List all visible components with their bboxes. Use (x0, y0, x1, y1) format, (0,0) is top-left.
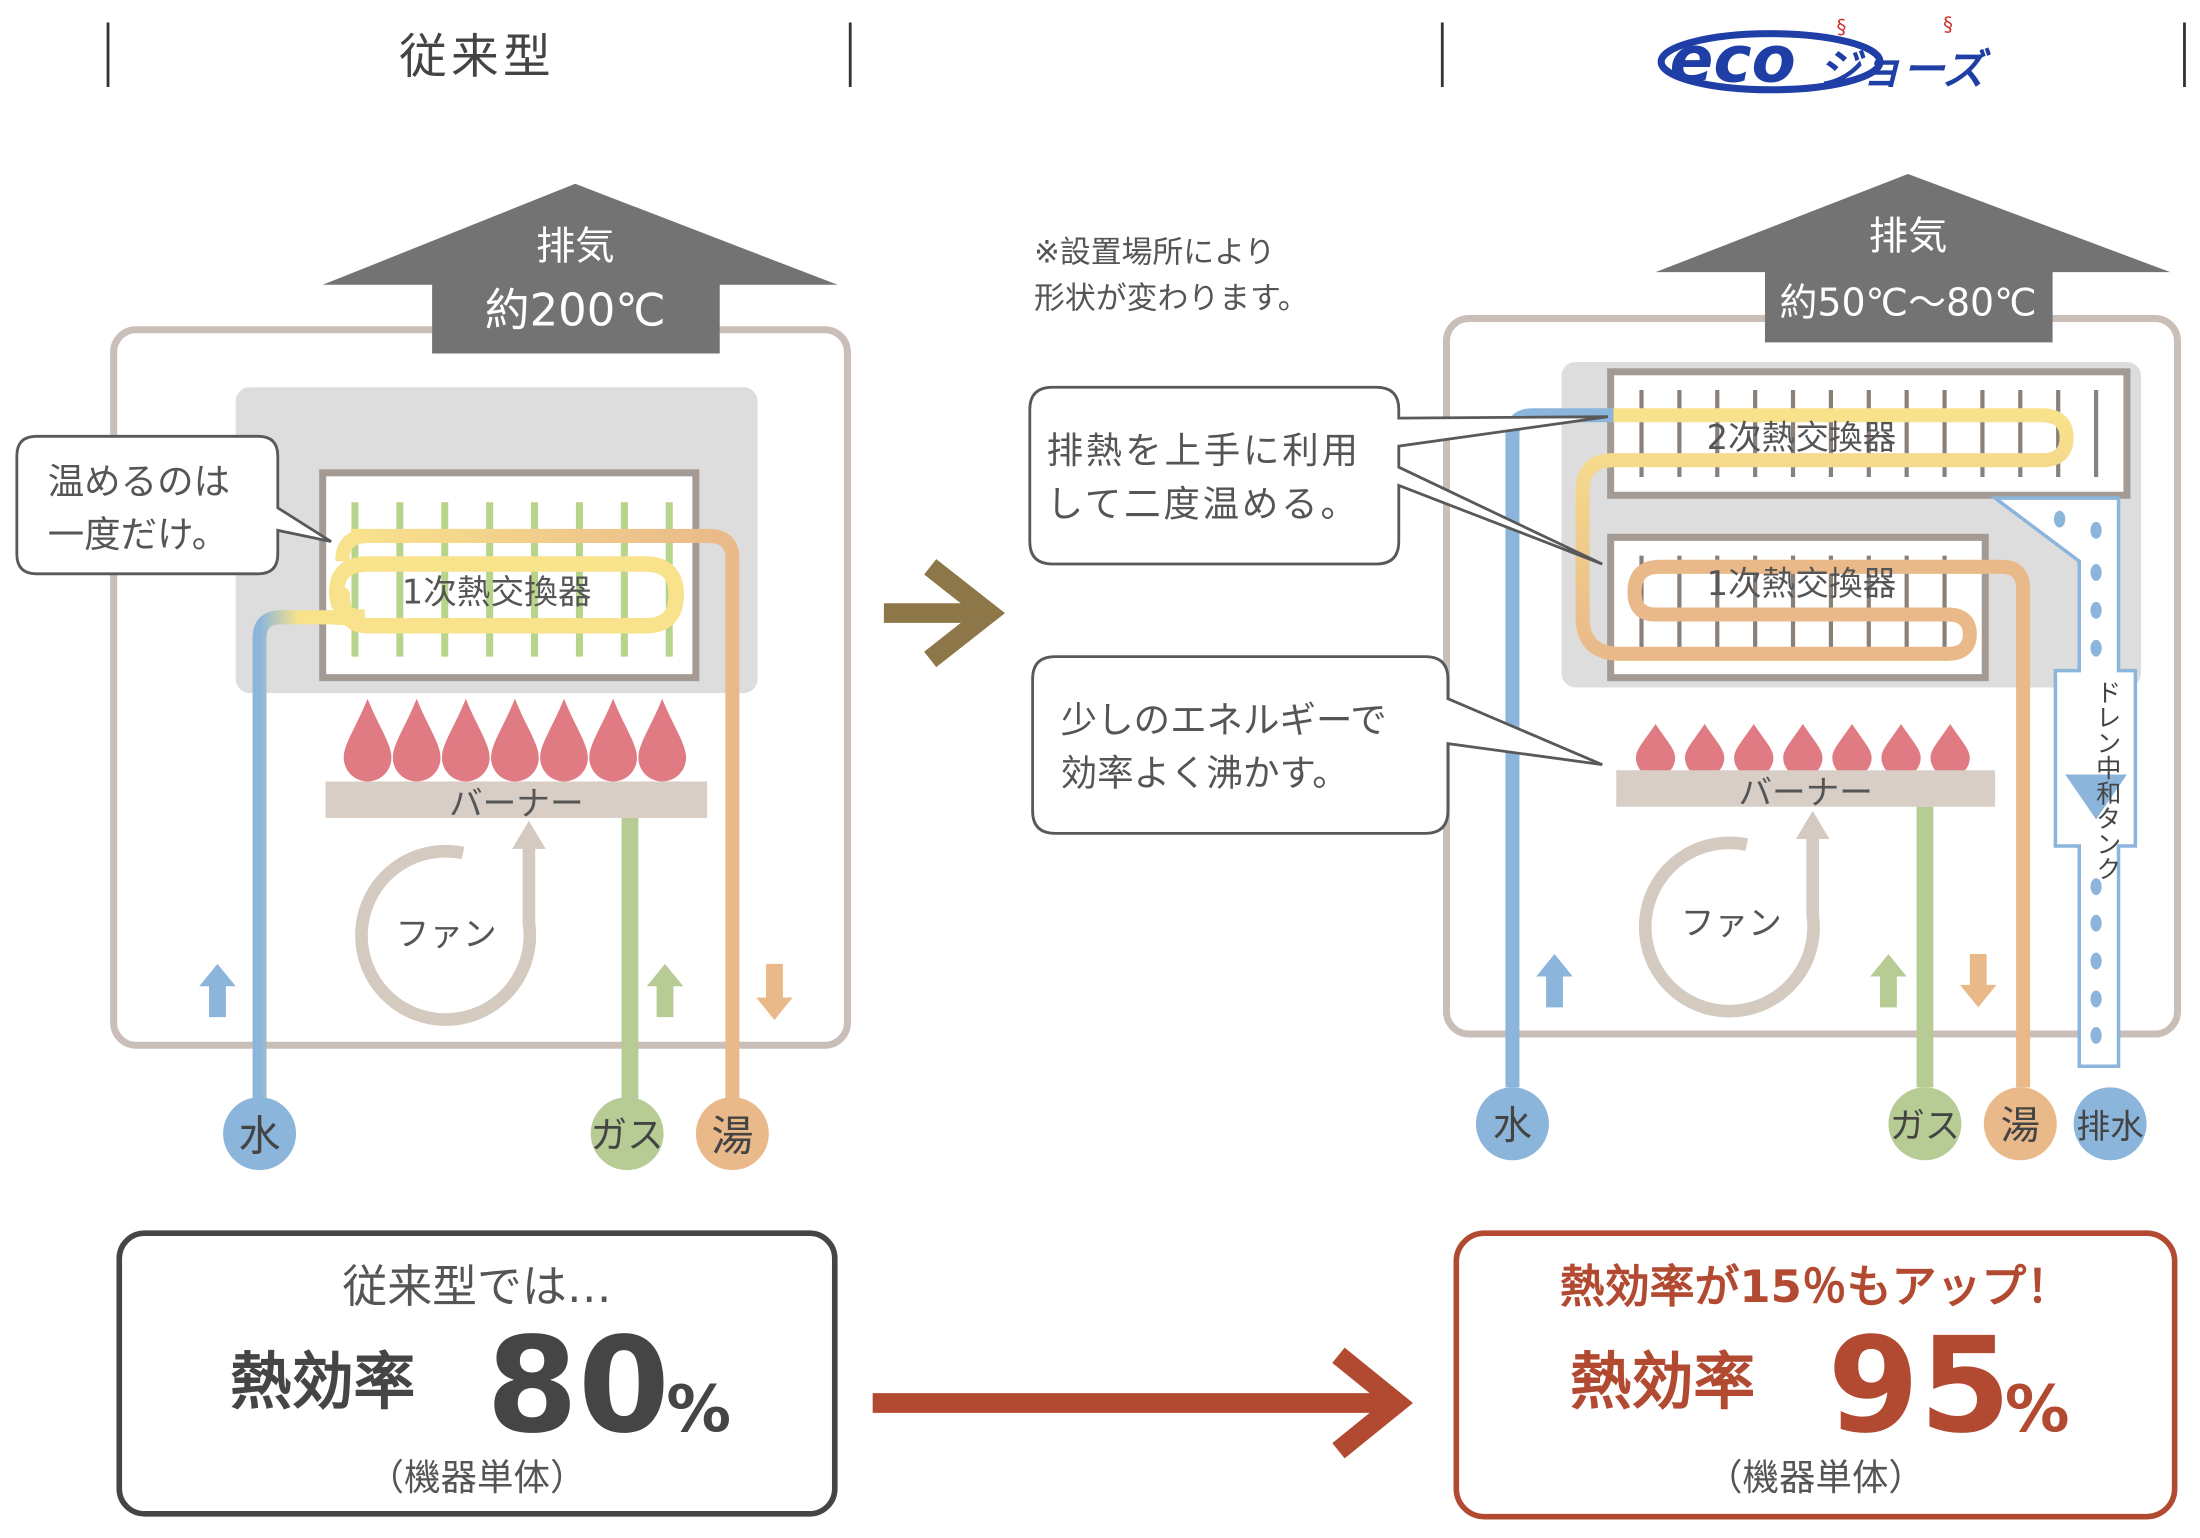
arrow-up-icon (199, 963, 236, 1018)
bubble-text: 効率よく沸かす。 (1061, 752, 1349, 795)
hot-badge-label: 湯 (711, 1111, 753, 1160)
exhaust-temp: 約50℃～80℃ (1779, 281, 2036, 325)
logo-latin: eco (1670, 22, 1796, 97)
logo-swoosh (1657, 30, 1884, 94)
drain-badge-label: 排水 (2076, 1107, 2143, 1146)
bubble-text: 温めるのは (48, 460, 230, 503)
result-box (1453, 1230, 2178, 1520)
hot-badge (695, 1097, 769, 1171)
bubble-text: して二度温める。 (1047, 482, 1360, 525)
gas-badge (590, 1097, 664, 1171)
result-note: （機器単体） (368, 1456, 587, 1499)
burner-label: バーナー (1738, 773, 1873, 812)
secondary-coil (1575, 408, 2074, 661)
result-note: （機器単体） (1706, 1456, 1925, 1499)
arrow-down-icon (756, 963, 793, 1020)
water-badge (223, 1097, 297, 1171)
header: 従来型 eco ジョーズ § § (106, 13, 2186, 97)
ecojozu-result: 熱効率が15％もアップ！ 熱効率 95 % （機器単体） (1453, 1230, 2178, 1520)
result-unit: % (666, 1372, 731, 1447)
result-arrow-icon (1332, 1347, 1413, 1459)
gas-badge-label: ガス (1890, 1106, 1960, 1147)
hot-badge (1983, 1087, 2057, 1161)
water-pipe (252, 610, 337, 1102)
drain-arrow-icon (2065, 774, 2127, 820)
logo-kana: ジョーズ (1818, 45, 1991, 94)
exchanger-label: 1次熱交換器 (402, 572, 592, 611)
burner-plate (1616, 770, 1996, 807)
result-intro: 従来型では… (342, 1260, 611, 1313)
bubble-text: 少しのエネルギーで (1061, 698, 1387, 741)
result-box (116, 1230, 838, 1517)
heating-coil (329, 556, 684, 634)
burner-flames (1635, 723, 1970, 778)
exhaust-label: 排気 (1869, 215, 1948, 260)
burner-plate (325, 781, 708, 818)
arrow-up-icon (1870, 954, 1907, 1008)
primary-exchanger (319, 469, 700, 682)
gas-badge (1888, 1087, 1962, 1161)
fan-label: ファン (1681, 903, 1782, 942)
result-intro: 熱効率が15％もアップ！ (1560, 1260, 2071, 1313)
transition-arrow-head (924, 559, 1006, 668)
gas-badge-label: ガス (591, 1114, 664, 1157)
water-badge-label: 水 (239, 1111, 281, 1160)
speech-bubble (15, 434, 332, 576)
result-label: 熱効率 (1570, 1346, 1755, 1418)
ecojozu-logo: eco ジョーズ § § (1657, 13, 1991, 97)
speech-bubble (1031, 655, 1603, 835)
conventional-unit: 排気 約200℃ 1次熱交換器 バーナー (15, 183, 851, 1171)
hot-badge-label: 湯 (2001, 1104, 2040, 1149)
fan-arrowhead (1795, 810, 1830, 839)
exhaust-arrow (322, 183, 838, 354)
speech-bubble (1028, 385, 1609, 566)
water-badge-label: 水 (1493, 1104, 1532, 1149)
exchanger1-label: 1次熱交換器 (1707, 564, 1897, 603)
steam-icon: § (1837, 16, 1847, 39)
exchanger2-label: 2次熱交換器 (1707, 418, 1897, 457)
fan-label: ファン (396, 915, 497, 954)
result-unit: % (2005, 1372, 2070, 1447)
arrow-down-icon (1959, 954, 1997, 1008)
drain-tank-label: ドレン中和タンク (2093, 679, 2122, 881)
fan-loop (1638, 834, 1820, 1018)
burner-label: バーナー (449, 784, 584, 823)
drain-drops (2053, 510, 2102, 1044)
result-value: 80 (486, 1310, 670, 1463)
result-value: 95 (1828, 1310, 2012, 1463)
primary-coil (1620, 559, 2031, 1088)
burner-flames (343, 698, 687, 782)
exhaust-label: 排気 (536, 225, 615, 270)
installation-note: 形状が変わります。 (1034, 281, 1309, 317)
steam-icon: § (1943, 13, 1953, 36)
left-title: 従来型 (399, 30, 555, 85)
exhaust-arrow (1655, 173, 2171, 343)
bubble-text: 一度だけ。 (48, 513, 229, 556)
water-badge (1475, 1087, 1549, 1161)
conventional-result: 従来型では… 熱効率 80 % （機器単体） (116, 1230, 838, 1517)
result-label: 熱効率 (230, 1346, 415, 1418)
installation-note: ※設置場所により (1034, 234, 1275, 270)
fan-arrowhead (512, 820, 546, 849)
drain-badge (2073, 1087, 2147, 1161)
arrow-up-icon (646, 963, 684, 1018)
arrow-up-icon (1536, 954, 1573, 1008)
fan-loop (355, 841, 537, 1026)
exhaust-temp: 約200℃ (485, 283, 666, 336)
ecojozu-unit: 排気 約50℃～80℃ 2次熱交換器 1次熱交換器 (1028, 173, 2181, 1161)
coil-loop (335, 528, 369, 562)
bubble-text: 排熱を上手に利用 (1047, 429, 1361, 472)
coil-outlet (350, 528, 740, 1102)
